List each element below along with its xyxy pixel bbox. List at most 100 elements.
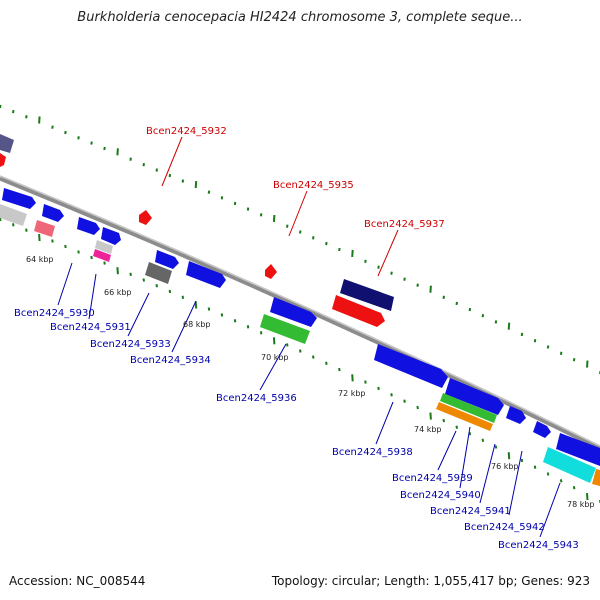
- feature-block[interactable]: [260, 314, 310, 344]
- minor-tick: [77, 250, 80, 254]
- major-tick: [586, 360, 589, 368]
- feature-block[interactable]: [374, 344, 448, 388]
- minor-tick: [338, 367, 341, 372]
- minor-tick: [90, 255, 93, 260]
- gene-label[interactable]: Bcen2424_5930: [14, 308, 95, 319]
- feature-block[interactable]: [155, 250, 179, 269]
- leader-line: [459, 426, 471, 489]
- accession-text: Accession: NC_008544: [9, 574, 146, 588]
- feature-block[interactable]: [592, 469, 600, 486]
- minor-tick: [103, 146, 106, 151]
- feature-block[interactable]: [0, 204, 27, 226]
- gene-label[interactable]: Bcen2424_5943: [498, 540, 579, 551]
- major-tick: [272, 337, 276, 345]
- major-tick: [38, 234, 41, 242]
- kbp-label: 72 kbp: [338, 389, 366, 398]
- gene-label[interactable]: Bcen2424_5933: [90, 339, 171, 350]
- feature-block[interactable]: [42, 204, 64, 222]
- feature-block[interactable]: [556, 433, 600, 466]
- feature-block[interactable]: [93, 249, 111, 262]
- feature-block[interactable]: [101, 227, 121, 245]
- feature-block[interactable]: [340, 279, 394, 311]
- major-tick: [507, 452, 511, 460]
- feature-block[interactable]: [543, 447, 596, 483]
- minor-tick: [533, 339, 537, 343]
- minor-tick: [0, 104, 2, 109]
- tick-rings: [0, 104, 600, 504]
- feature-block[interactable]: [95, 240, 113, 254]
- position-labels: 64 kbp 66 kbp 68 kbp 70 kbp 72 kbp 74 kb…: [26, 255, 595, 509]
- minor-tick: [416, 405, 419, 410]
- feature-block[interactable]: [145, 262, 172, 284]
- major-tick: [194, 301, 198, 309]
- gene-label[interactable]: Bcen2424_5938: [332, 447, 413, 458]
- feature-arrow[interactable]: [265, 264, 277, 279]
- minor-tick: [390, 393, 393, 397]
- minor-tick: [494, 445, 498, 449]
- minor-tick: [286, 343, 289, 347]
- minor-tick: [533, 465, 537, 469]
- feature-block[interactable]: [332, 295, 385, 327]
- leader-line: [259, 343, 287, 391]
- minor-tick: [559, 351, 563, 355]
- gene-label[interactable]: Bcen2424_5940: [400, 490, 481, 501]
- minor-tick: [416, 283, 419, 287]
- leader-line: [437, 430, 457, 471]
- kbp-label: 70 kbp: [261, 353, 289, 362]
- feature-block[interactable]: [436, 402, 493, 431]
- gene-label[interactable]: Bcen2424_5942: [464, 522, 545, 533]
- feature-block[interactable]: [2, 188, 36, 209]
- minor-tick: [364, 259, 367, 263]
- gene-label[interactable]: Bcen2424_5934: [130, 355, 211, 366]
- minor-tick: [233, 319, 237, 323]
- gene-label[interactable]: Bcen2424_5937: [364, 219, 445, 230]
- minor-tick: [64, 244, 67, 249]
- feature-block[interactable]: [186, 261, 226, 288]
- minor-tick: [207, 307, 211, 311]
- feature-arrow[interactable]: [139, 210, 152, 225]
- gene-label[interactable]: Bcen2424_5941: [430, 506, 511, 517]
- feature-block[interactable]: [77, 217, 100, 235]
- feature-block[interactable]: [445, 378, 504, 415]
- minor-tick: [246, 325, 250, 329]
- feature-block[interactable]: [0, 153, 6, 167]
- minor-tick: [142, 278, 145, 282]
- minor-tick: [181, 295, 185, 299]
- minor-tick: [220, 313, 224, 317]
- minor-tick: [155, 168, 158, 172]
- leader-line: [479, 443, 496, 504]
- gene-label[interactable]: Bcen2424_5936: [216, 393, 297, 404]
- plus-strand-features: [0, 134, 394, 327]
- major-tick: [351, 374, 354, 382]
- feature-block[interactable]: [506, 406, 526, 424]
- map-title: Burkholderia cenocepacia HI2424 chromoso…: [77, 10, 523, 25]
- gene-label[interactable]: Bcen2424_5932: [146, 126, 227, 137]
- feature-block[interactable]: [0, 134, 14, 153]
- feature-block[interactable]: [34, 220, 55, 237]
- minus-strand-features: [0, 188, 600, 486]
- minor-tick: [0, 217, 2, 222]
- minor-tick: [207, 190, 211, 194]
- gene-label[interactable]: Bcen2424_5931: [50, 322, 131, 333]
- kbp-label: 78 kbp: [567, 500, 595, 509]
- kbp-label: 68 kbp: [183, 320, 211, 329]
- feature-block[interactable]: [440, 393, 497, 423]
- feature-block[interactable]: [270, 297, 317, 327]
- minor-tick: [12, 109, 15, 114]
- gene-label[interactable]: Bcen2424_5939: [392, 473, 473, 484]
- minor-tick: [481, 314, 485, 318]
- leader-line: [375, 401, 394, 445]
- minor-tick: [168, 173, 172, 178]
- leader-line: [508, 450, 523, 516]
- gene-label[interactable]: Bcen2424_5935: [273, 180, 354, 191]
- minor-tick: [25, 115, 28, 119]
- minus-strand-labels: Bcen2424_5930 Bcen2424_5931 Bcen2424_593…: [14, 308, 579, 551]
- minor-tick: [12, 223, 15, 227]
- label-leader-lines: [57, 136, 561, 538]
- minor-tick: [325, 241, 328, 246]
- feature-block[interactable]: [533, 421, 551, 438]
- minor-tick: [455, 301, 458, 306]
- minor-tick: [442, 295, 445, 299]
